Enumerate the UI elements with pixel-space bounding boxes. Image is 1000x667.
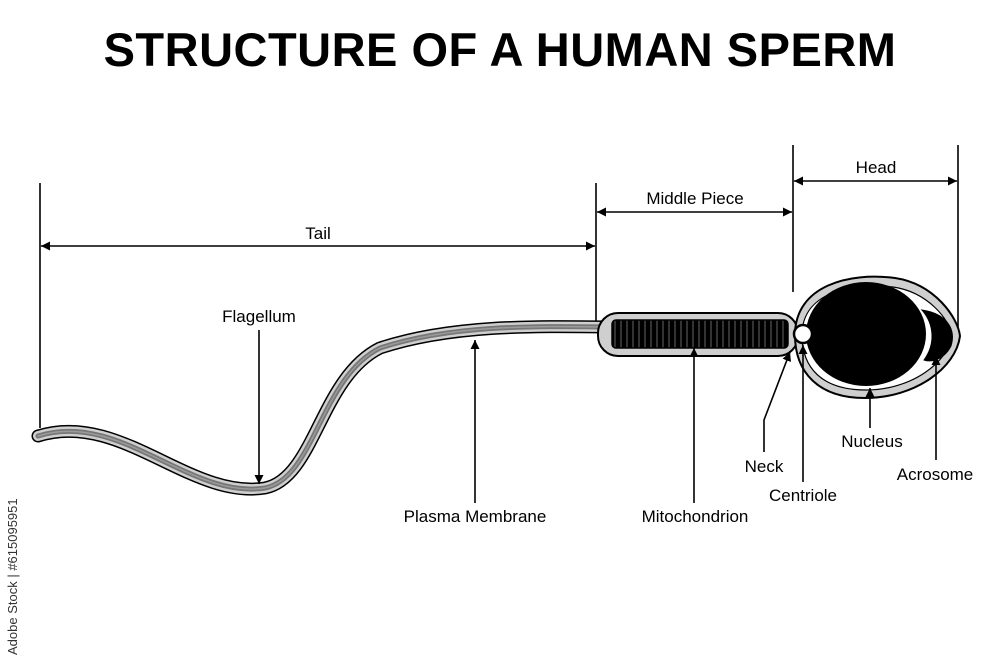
head bbox=[792, 275, 962, 400]
neck-pointer bbox=[763, 351, 791, 452]
pointer-arrows bbox=[254, 330, 941, 503]
nucleus bbox=[806, 282, 926, 386]
middle-piece bbox=[597, 312, 799, 357]
neck-label: Neck bbox=[745, 457, 784, 476]
nucleus-label: Nucleus bbox=[841, 432, 902, 451]
flagellum-label: Flagellum bbox=[222, 307, 296, 326]
mitochondrion-label: Mitochondrion bbox=[642, 507, 749, 526]
head-section-label: Head bbox=[856, 158, 897, 177]
centriole bbox=[792, 323, 814, 345]
mitochondria-helix bbox=[611, 319, 789, 349]
stock-watermark: Adobe Stock | #615095951 bbox=[5, 498, 20, 655]
plasma-membrane-label: Plasma Membrane bbox=[404, 507, 547, 526]
tail bbox=[31, 320, 617, 496]
diagram-title: STRUCTURE OF A HUMAN SPERM bbox=[103, 23, 897, 76]
tail-section-label: Tail bbox=[305, 224, 331, 243]
section-boundaries bbox=[39, 145, 959, 428]
acrosome-label: Acrosome bbox=[897, 465, 974, 484]
centriole-label: Centriole bbox=[769, 486, 837, 505]
middle-piece-section-label: Middle Piece bbox=[646, 189, 743, 208]
